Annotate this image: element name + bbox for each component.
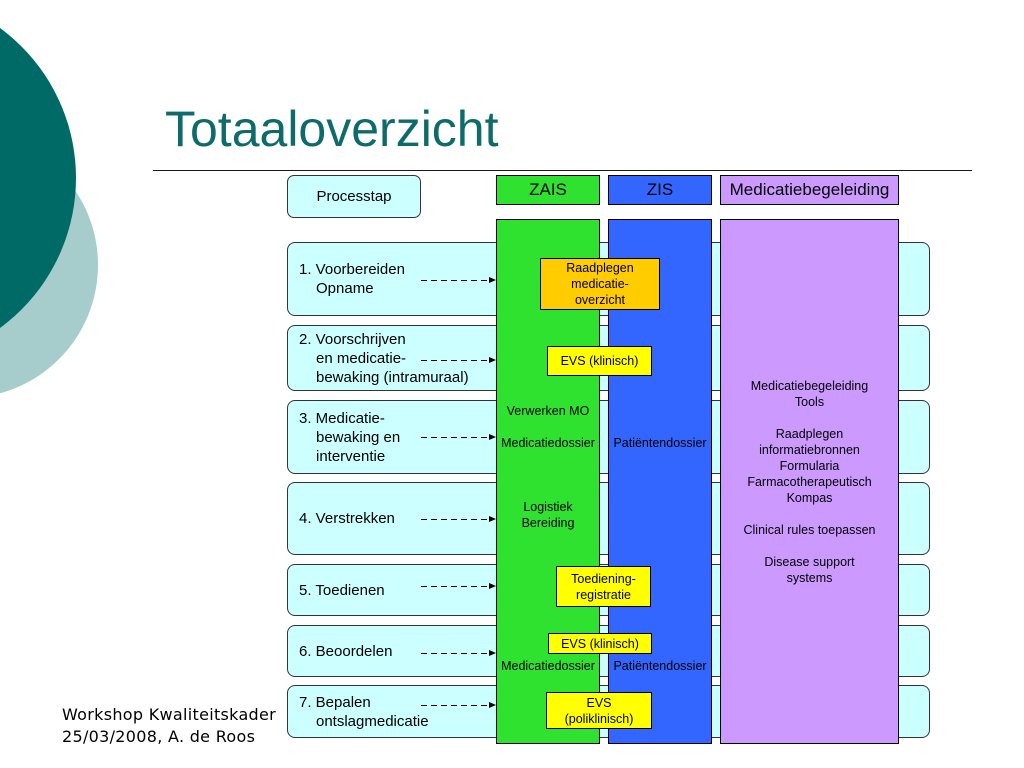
zais-header: ZAIS [496, 175, 600, 205]
dashed-arrow-icon [421, 650, 496, 656]
process-step-label: en medicatie- [316, 349, 407, 367]
guidance-line: Disease support [764, 555, 855, 569]
dashed-arrow-icon [421, 516, 496, 522]
zis-header: ZIS [608, 175, 712, 205]
callout-line: Toediening- [571, 571, 636, 586]
slide-title: Totaaloverzicht [165, 101, 499, 157]
guidance-line: informatiebronnen [759, 443, 860, 457]
guidance-line: Kompas [786, 491, 833, 505]
title-divider [153, 170, 972, 171]
zais-medication-file-discharge-label: Medicatiedossier [501, 659, 595, 673]
guidance-group-decision-support: Disease support systems [720, 554, 899, 586]
callout-line: medicatie- [571, 277, 629, 291]
zais-logistics-label: Logistiek Bereiding [496, 499, 600, 531]
footer-date-author: 25/03/2008, A. de Roos [62, 727, 256, 746]
evs-clinical-callout: EVS (klinisch) [547, 346, 652, 376]
guidance-line: systems [786, 571, 833, 585]
guidance-group-sources: Raadplegen informatiebronnen Formularia … [720, 426, 899, 506]
medication-guidance-header: Medicatiebegeleiding [720, 175, 899, 205]
dashed-arrow-icon [421, 702, 496, 708]
process-step-label: ontslagmedicatie [316, 712, 429, 730]
process-step-label: 4. Verstrekken [299, 510, 395, 527]
callout-line: Raadplegen [566, 261, 634, 275]
dashed-arrow-icon [421, 434, 496, 440]
callout-line: EVS [586, 695, 612, 710]
evs-outpatient-callout: EVS (poliklinisch) [546, 692, 652, 729]
guidance-line: Clinical rules toepassen [743, 523, 876, 537]
guidance-line: Formularia [779, 459, 840, 473]
process-step-header: Processtap [287, 175, 421, 218]
callout-line: registratie [576, 587, 631, 602]
guidance-line: Farmacotherapeutisch [747, 475, 872, 489]
process-step-label: 5. Toedienen [299, 581, 385, 599]
zais-process-mo-label: Verwerken MO [506, 404, 590, 418]
process-step-label: 6. Beoordelen [299, 642, 393, 660]
process-step-label: Opname [316, 280, 374, 297]
zais-logistics-line: Bereiding [521, 516, 575, 530]
process-step-label: 1. Voorbereiden [299, 261, 405, 278]
dashed-arrow-icon [421, 357, 496, 363]
medication-guidance-list: Medicatiebegeleiding Tools Raadplegen in… [720, 378, 899, 602]
zais-medication-file-label: Medicatiedossier [501, 436, 595, 450]
guidance-group-tools: Medicatiebegeleiding Tools [720, 378, 899, 410]
dashed-arrow-icon [421, 583, 496, 589]
callout-line: (poliklinisch) [564, 711, 634, 726]
process-step-label: bewaking (intramuraal) [316, 368, 469, 386]
callout-line: EVS (klinisch) [560, 354, 639, 368]
process-step-label: interventie [316, 447, 386, 465]
medication-guidance-column [720, 219, 899, 744]
guidance-group-clinical-rules: Clinical rules toepassen [720, 522, 899, 538]
evs-clinical-assessment-callout: EVS (klinisch) [548, 633, 652, 654]
zis-patient-file-label: Patiëntendossier [613, 436, 707, 450]
guidance-line: Medicatiebegeleiding [750, 379, 869, 393]
guidance-line: Tools [794, 395, 825, 409]
guidance-line: Raadplegen [775, 427, 844, 441]
process-step-label: bewaking en [316, 428, 401, 446]
process-step-label: 3. Medicatie- [299, 409, 385, 427]
slide-footer: Workshop Kwaliteitskader 25/03/2008, A. … [62, 704, 276, 748]
callout-line: EVS (klinisch) [561, 636, 639, 651]
process-step-label: 2. Voorschrijven [299, 330, 406, 348]
consult-overview-callout: Raadplegen medicatie- overzicht [540, 258, 660, 310]
footer-event: Workshop Kwaliteitskader [62, 705, 277, 724]
zis-patient-file-discharge-label: Patiëntendossier [613, 659, 707, 673]
process-step-label: 7. Bepalen [299, 693, 371, 711]
callout-line: overzicht [574, 293, 626, 307]
dashed-arrow-icon [421, 277, 496, 283]
administration-registration-callout: Toediening- registratie [556, 566, 651, 607]
zais-logistics-line: Logistiek [523, 500, 573, 514]
